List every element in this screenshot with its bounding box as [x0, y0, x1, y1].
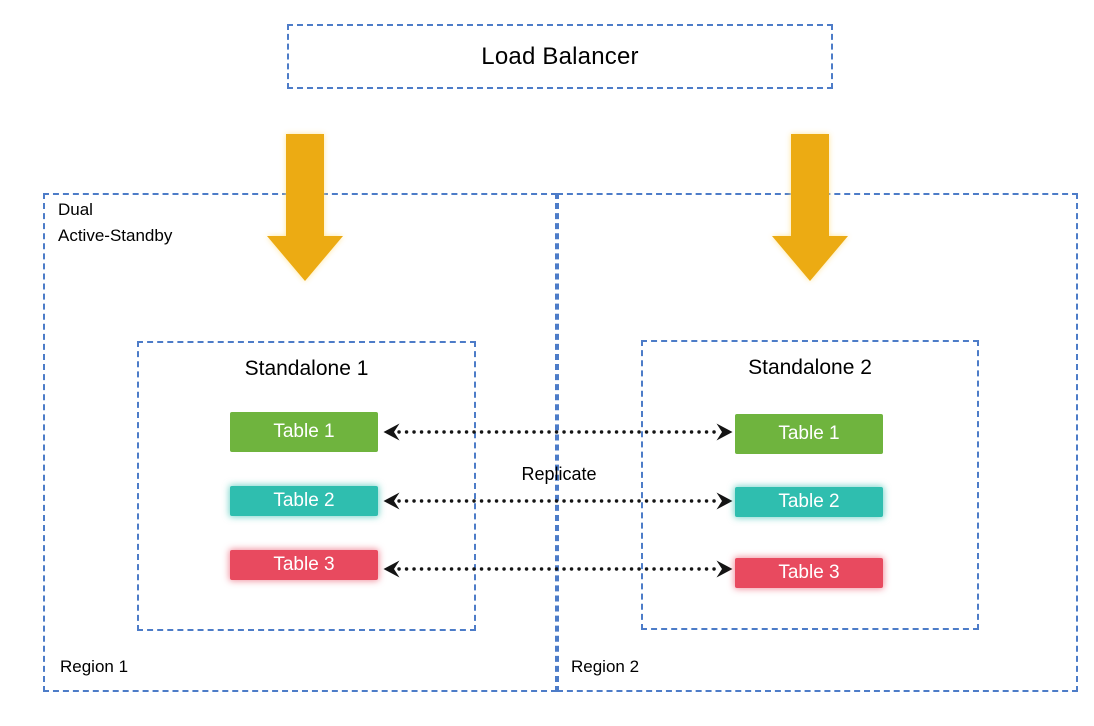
load-balancer-box: Load Balancer — [287, 24, 833, 89]
dual-active-standby-label: Dual Active-Standby — [58, 197, 172, 249]
standalone-1-title: Standalone 1 — [244, 357, 369, 380]
standalone-2-title: Standalone 2 — [748, 356, 872, 379]
standalone-1-box: Standalone 1 — [137, 341, 476, 631]
table-2-chip-standalone-1: Table 2 — [230, 486, 378, 516]
annotation-line: Dual — [58, 200, 93, 219]
load-balancer-label: Load Balancer — [481, 42, 639, 70]
block-down-arrow-right-icon — [772, 134, 848, 281]
replicate-dotted-arrow-row-3-icon — [383, 560, 733, 578]
table-3-chip-standalone-2: Table 3 — [735, 558, 883, 588]
annotation-line: Active-Standby — [58, 226, 173, 245]
region-1-label: Region 1 — [60, 657, 129, 676]
block-down-arrow-left-icon — [267, 134, 343, 281]
replicate-dotted-arrow-row-2-icon — [383, 492, 733, 510]
table-2-chip-standalone-2: Table 2 — [735, 487, 883, 517]
table-1-chip-standalone-2: Table 1 — [735, 414, 883, 454]
replicate-dotted-arrow-row-1-icon — [383, 423, 733, 441]
replicate-label: Replicate — [521, 464, 597, 484]
table-3-chip-standalone-1: Table 3 — [230, 550, 378, 580]
region-2-label: Region 2 — [571, 657, 640, 676]
table-1-chip-standalone-1: Table 1 — [230, 412, 378, 452]
standalone-2-box: Standalone 2 — [641, 340, 979, 630]
